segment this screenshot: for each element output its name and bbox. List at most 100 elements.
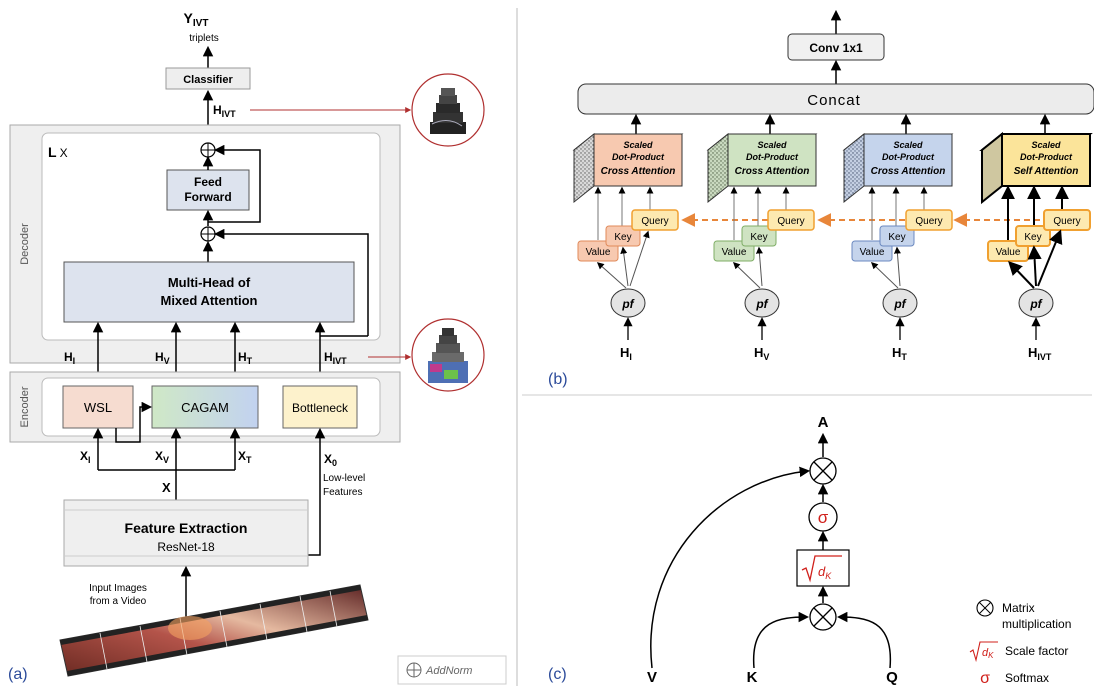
h-i-label: HI [64,350,75,366]
svg-text:Dot-Product: Dot-Product [746,152,799,162]
x-0-label: X0 [324,452,337,468]
h-t-label: HT [238,350,253,366]
svg-text:Key: Key [1024,232,1041,243]
video-frames-image [59,584,369,677]
output-label: YIVT [184,10,209,29]
svg-text:Query: Query [641,216,668,227]
svg-text:Cross Attention: Cross Attention [871,166,946,177]
feature-extraction-block [63,499,309,567]
query-box [905,209,953,231]
self-attention-module: Scaled Dot-Product Self Attention [979,131,1093,205]
pf-node [1018,288,1054,318]
qkv-group-2: Value Key Query pf HV [713,186,815,362]
attention-map-thumbnail-top [411,73,485,147]
low-level-features-label: Features [323,487,362,498]
qkv-group-4: Value Key Query pf HIVT [987,185,1091,362]
key-box [879,225,915,247]
qkv-group-1: Value Key Query pf HI [577,186,679,362]
x-t-label: XT [238,449,252,465]
cross-attention-module-3: Scaled Dot-Product Cross Attention [842,132,954,204]
svg-text:pf: pf [621,297,634,311]
input-h-v: HV [754,345,769,362]
svg-text:dK: dK [982,647,994,660]
scale-factor-symbol [801,555,842,583]
concat-bar [577,83,1094,115]
x-i-label: XI [80,449,91,465]
cross-attention-module-1: Scaled Dot-Product Cross Attention [572,132,684,204]
svg-text:Scaled: Scaled [757,140,787,150]
resnet-label: ResNet-18 [157,540,215,554]
mha-label: Multi-Head of [168,275,251,290]
legend: Matrix multiplication dK Scale factor σ … [969,599,1071,687]
svg-text:Scaled: Scaled [623,140,653,150]
output-a-label: A [818,414,829,431]
svg-text:Scaled: Scaled [1031,140,1061,150]
v-label: V [647,669,657,686]
svg-text:Dot-Product: Dot-Product [612,152,665,162]
input-h-t: HT [892,345,907,362]
svg-text:pf: pf [755,297,768,311]
pf-node [882,288,918,318]
x-main-label: X [162,480,171,495]
scale-factor-legend-icon [969,641,998,663]
pf-node [744,288,780,318]
h-v-label: HV [155,350,170,366]
legend-matrix: multiplication [1002,617,1071,631]
svg-text:Value: Value [586,247,611,258]
panel-b: Conv 1x1 Concat Scaled Dot-Product Cross… [548,9,1094,388]
svg-text:Key: Key [750,232,767,243]
input-caption: from a Video [90,596,147,607]
svg-text:Cross Attention: Cross Attention [601,166,676,177]
panel-c: A σ dK V K Q Matrix multiplication dK [548,414,1071,687]
softmax-symbol: σ [818,508,829,527]
output-caption: triplets [189,33,218,44]
svg-text:Scaled: Scaled [893,140,923,150]
svg-text:Value: Value [860,247,885,258]
classifier-box [165,67,251,90]
query-box [767,209,815,231]
legend-matrix: Matrix [1002,601,1035,615]
concat-label: Concat [807,92,861,109]
input-h-i: HI [620,345,632,362]
h-ivt-top-label: HIVT [213,103,236,119]
svg-text:Value: Value [996,247,1021,258]
panel-c-label: (c) [548,666,567,683]
attention-map-thumbnail-bottom [411,318,485,392]
svg-text:pf: pf [893,297,906,311]
wsl-box [62,385,134,429]
svg-text:Query: Query [777,216,804,227]
feed-forward-box [166,169,250,211]
pf-node [610,288,646,318]
panel-b-label: (b) [548,371,568,388]
x-v-label: XV [155,449,169,465]
cagam-label: CAGAM [181,400,229,415]
svg-text:pf: pf [1029,297,1042,311]
query-box [631,209,679,231]
h-ivt-label: HIVT [324,350,347,366]
svg-text:Query: Query [1053,216,1080,227]
svg-text:Cross Attention: Cross Attention [735,166,810,177]
bottleneck-label: Bottleneck [292,401,349,415]
panel-a-label: (a) [8,666,28,683]
addnorm-legend-label: AddNorm [425,665,472,677]
svg-text:Dot-Product: Dot-Product [882,152,935,162]
k-label: K [747,669,758,686]
svg-text:Dot-Product: Dot-Product [1020,152,1073,162]
conv-label: Conv 1x1 [809,41,863,55]
input-caption: Input Images [89,583,147,594]
multi-head-attention-box [63,261,355,323]
key-box [605,225,641,247]
key-box [741,225,777,247]
svg-text:Key: Key [888,232,905,243]
qkv-group-3: Value Key Query pf HT [851,186,953,362]
encoder-label: Encoder [19,386,31,427]
svg-text:Query: Query [915,216,942,227]
feed-forward-label: Forward [184,190,231,204]
feature-extraction-label: Feature Extraction [125,520,248,536]
softmax-legend-icon: σ [980,670,990,687]
decoder-label: Decoder [19,223,31,265]
svg-text:Value: Value [722,247,747,258]
feed-forward-label: Feed [194,175,222,189]
